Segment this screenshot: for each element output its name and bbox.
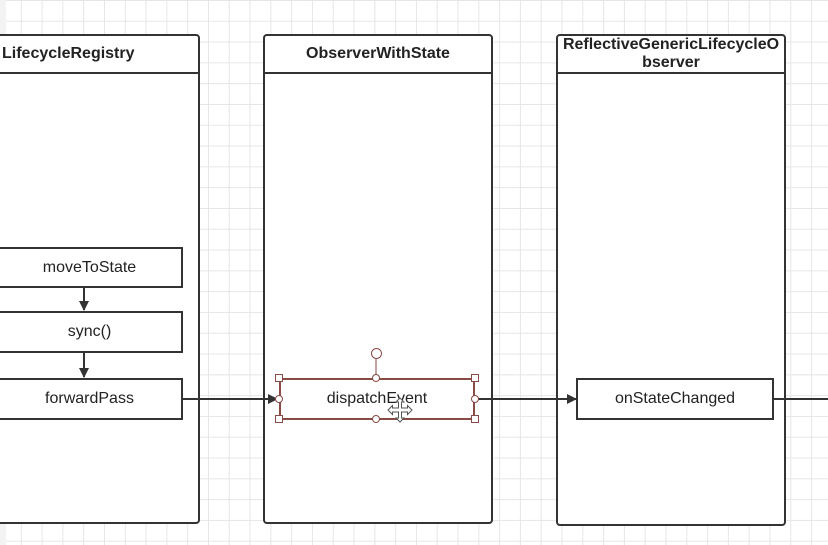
resize-handle-left[interactable] [275, 395, 283, 403]
node-label-forward-pass: forwardPass [45, 390, 134, 407]
lane-title-lifecycle-registry: LifecycleRegistry [0, 36, 198, 74]
resize-handle-top-right[interactable] [471, 374, 479, 382]
node-label-sync: sync() [67, 323, 112, 340]
resize-handle-top[interactable] [372, 374, 380, 382]
node-label-move-to-state: moveToState [42, 258, 137, 276]
node-label-dispatch-event: dispatchEvent [326, 390, 428, 407]
lane-title-observer-with-state: ObserverWithState [265, 36, 491, 74]
resize-handle-top-left[interactable] [275, 374, 283, 382]
resize-handle-bottom-left[interactable] [275, 415, 283, 423]
resize-handle-bottom[interactable] [372, 415, 380, 423]
rotate-handle[interactable] [371, 348, 382, 359]
node-label-on-state-changed: onStateChanged [614, 390, 736, 407]
node-forward-pass[interactable]: forwardPass [0, 378, 183, 420]
node-dispatch-event[interactable]: dispatchEvent [279, 378, 475, 420]
lane-observer-with-state[interactable]: ObserverWithState [263, 34, 493, 524]
lane-reflective-observer[interactable]: ReflectiveGenericLifecycleObserver [556, 34, 786, 526]
node-on-state-changed[interactable]: onStateChanged [576, 378, 774, 420]
resize-handle-bottom-right[interactable] [471, 415, 479, 423]
node-move-to-state[interactable]: moveToState [0, 247, 183, 288]
move-cursor-icon [387, 397, 413, 423]
resize-handle-right[interactable] [471, 395, 479, 403]
node-sync[interactable]: sync() [0, 311, 183, 353]
lane-title-reflective-observer: ReflectiveGenericLifecycleObserver [558, 36, 784, 74]
